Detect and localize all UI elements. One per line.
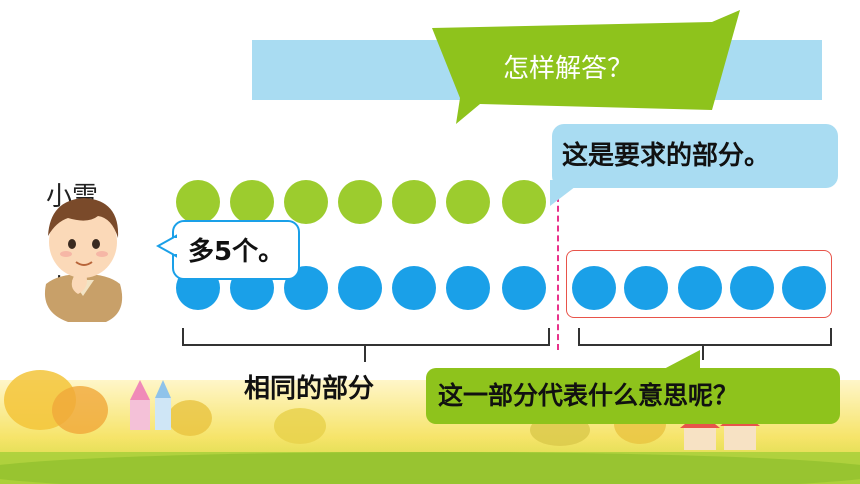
green-dot	[392, 180, 436, 224]
page-title: 怎样解答？	[502, 54, 633, 84]
same-part-bracket	[182, 328, 550, 346]
blue-dot	[338, 266, 382, 310]
green-dot	[502, 180, 546, 224]
green-dot	[176, 180, 220, 224]
blue-dot	[624, 266, 668, 310]
blue-dot	[678, 266, 722, 310]
divider-dashed-line	[557, 186, 559, 350]
question-text: 这一部分代表什么意思呢？	[438, 381, 739, 410]
extra-part-bracket-stem	[702, 344, 704, 360]
more-bubble-tail	[156, 234, 178, 258]
more-text: 多5个。	[188, 237, 285, 267]
more-bubble: 多5个。	[172, 220, 300, 280]
extra-part-highlight-box	[566, 250, 832, 318]
question-bubble: 这一部分代表什么意思呢？	[426, 368, 840, 424]
green-dot	[338, 180, 382, 224]
blue-dot	[392, 266, 436, 310]
same-part-bracket-stem	[364, 344, 366, 362]
green-dot	[284, 180, 328, 224]
question-bubble-tail	[662, 350, 700, 370]
blue-dot	[730, 266, 774, 310]
header-ribbon	[432, 10, 740, 124]
blue-dot	[782, 266, 826, 310]
green-dot	[230, 180, 274, 224]
required-part-text: 这是要求的部分。	[562, 141, 771, 171]
extra-part-bracket	[578, 328, 832, 346]
green-dot	[446, 180, 490, 224]
blue-dot	[572, 266, 616, 310]
required-part-bubble: 这是要求的部分。	[552, 124, 838, 188]
required-part-bubble-tail	[550, 180, 584, 206]
boy-illustration	[44, 198, 123, 322]
same-part-label: 相同的部分	[244, 374, 375, 404]
blue-dot	[502, 266, 546, 310]
blue-dot	[446, 266, 490, 310]
